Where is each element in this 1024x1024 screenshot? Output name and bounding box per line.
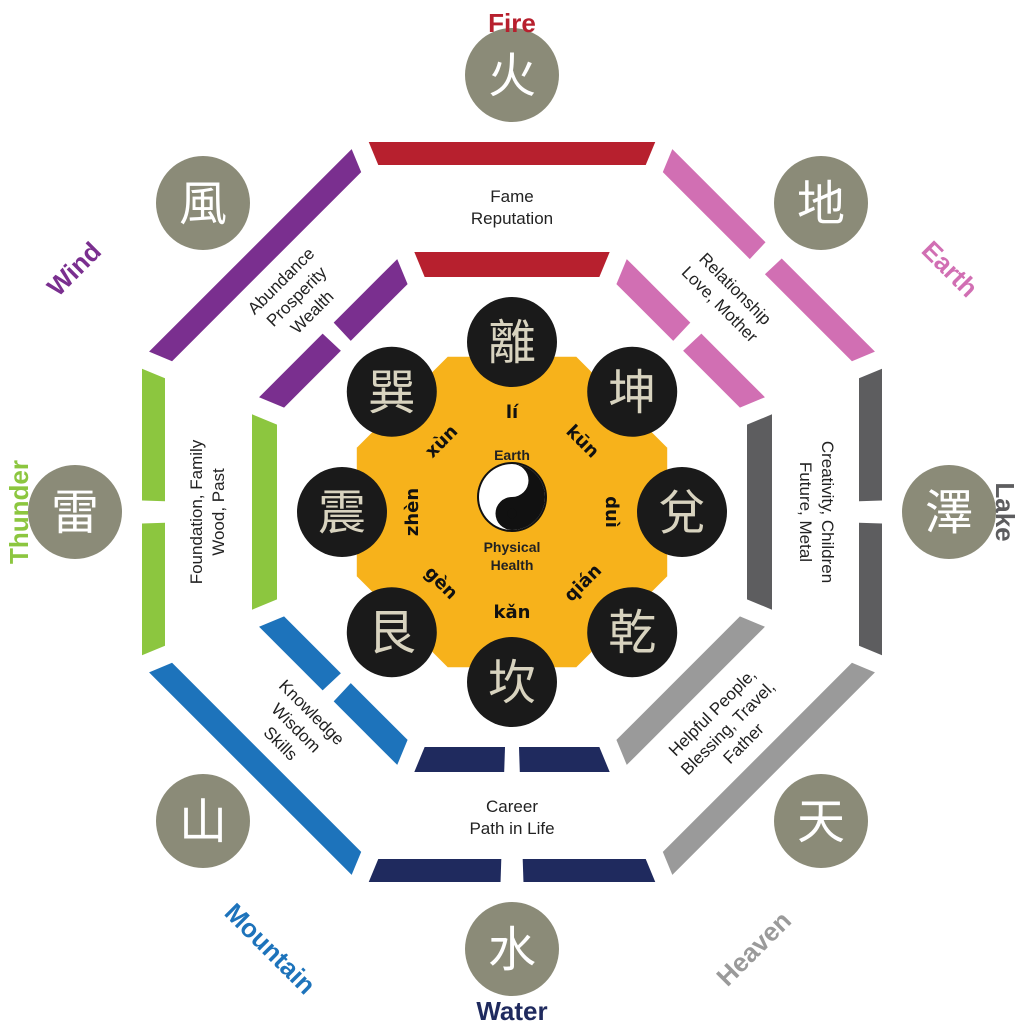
heaven-name: Heaven <box>710 905 797 992</box>
fire-disc: 火 <box>465 28 559 122</box>
trigram-char-gen: 艮 <box>368 605 416 661</box>
heaven-disc: 天 <box>774 774 869 869</box>
earth-char: 地 <box>797 176 845 232</box>
earth-bar-segment <box>683 333 765 408</box>
thunder-bar-segment <box>142 522 165 656</box>
creativity-area-line: Future, Metal <box>796 462 815 562</box>
earth-trigram-bars <box>616 149 875 408</box>
fire-char: 火 <box>488 48 536 104</box>
trigram-ball-xun: 巽 <box>346 346 437 437</box>
mountain-disc: 山 <box>155 774 250 869</box>
thunder-char: 雷 <box>51 485 99 541</box>
earth-name: Earth <box>916 235 984 303</box>
trigram-char-li: 離 <box>488 315 536 371</box>
fire-bar <box>414 252 610 277</box>
trigram-ball-li: 離 <box>467 297 557 387</box>
mountain-name: Mountain <box>219 897 322 1000</box>
trigram-char-xun: 巽 <box>368 365 416 421</box>
wind-bar-segment <box>259 333 341 408</box>
wind-bar-segment <box>333 259 408 341</box>
water-bar-segment <box>414 747 506 772</box>
water-char: 水 <box>488 922 536 978</box>
trigram-bars <box>142 142 882 882</box>
lake-disc: 澤 <box>902 465 996 559</box>
pinyin-dui: duì <box>601 496 622 528</box>
lake-trigram-bars <box>747 368 882 656</box>
trigram-ball-gen: 艮 <box>346 587 437 678</box>
mountain-bar <box>149 662 362 875</box>
foundation-area-line: Foundation, Family <box>187 439 206 584</box>
fire-bar <box>368 142 656 165</box>
mountain-bar-segment <box>333 683 408 765</box>
water-bar-segment <box>368 859 502 882</box>
water-bar-segment <box>518 747 610 772</box>
heaven-char: 天 <box>797 794 845 850</box>
earth-disc: 地 <box>774 155 869 250</box>
center-top-label: Earth <box>494 447 530 463</box>
wind-disc: 風 <box>155 155 250 250</box>
lake-name: Lake <box>990 482 1020 541</box>
lake-bar-segment <box>859 522 882 656</box>
lake-char: 澤 <box>925 485 973 541</box>
thunder-disc: 雷 <box>28 465 122 559</box>
lake-bar <box>747 414 772 610</box>
earth-bar-segment <box>662 149 766 260</box>
pinyin-li: lí <box>506 402 519 423</box>
yin-yang-icon <box>477 462 547 532</box>
earth-bar-segment <box>764 258 875 362</box>
career-area-line: Path in Life <box>469 819 554 838</box>
heaven-trigram-bars <box>616 616 875 875</box>
heaven-bar <box>616 616 765 765</box>
creativity-area-line: Creativity, Children <box>818 441 837 583</box>
thunder-bar-segment <box>142 368 165 502</box>
wind-bar <box>149 149 362 362</box>
fame-area-line: Reputation <box>471 209 553 228</box>
career-area-line: Career <box>486 797 538 816</box>
heaven-bar <box>662 662 875 875</box>
trigram-ball-zhen: 震 <box>297 467 387 557</box>
trigram-ball-kan: 坎 <box>467 637 557 727</box>
center-bottom-label-2: Health <box>491 557 534 573</box>
fire-trigram-bars <box>368 142 656 277</box>
pinyin-zhen: zhèn <box>402 488 423 536</box>
trigram-char-qian: 乾 <box>608 605 656 661</box>
fire-name: Fire <box>488 8 536 38</box>
trigram-char-zhen: 震 <box>318 485 366 541</box>
foundation-area-line: Wood, Past <box>209 468 228 556</box>
pinyin-kan: kǎn <box>494 602 531 623</box>
trigram-char-dui: 兌 <box>658 485 706 541</box>
thunder-bar <box>252 414 277 610</box>
fame-area-line: Fame <box>490 187 533 206</box>
mountain-char: 山 <box>179 794 227 850</box>
thunder-name: Thunder <box>4 460 34 564</box>
trigram-char-kun: 坤 <box>608 365 656 421</box>
trigram-ball-kun: 坤 <box>587 346 678 437</box>
water-disc: 水 <box>465 902 559 996</box>
trigram-ball-qian: 乾 <box>587 587 678 678</box>
wind-char: 風 <box>179 176 227 232</box>
water-name: Water <box>476 996 547 1024</box>
mountain-trigram-bars <box>149 616 408 875</box>
water-trigram-bars <box>368 747 656 882</box>
thunder-trigram-bars <box>142 368 277 656</box>
trigram-char-kan: 坎 <box>488 655 536 711</box>
wind-name: Wind <box>41 236 107 302</box>
trigram-ball-dui: 兌 <box>637 467 727 557</box>
water-bar-segment <box>522 859 656 882</box>
lake-bar-segment <box>859 368 882 502</box>
wind-trigram-bars <box>149 149 408 408</box>
earth-bar-segment <box>616 259 691 341</box>
center-bottom-label-1: Physical <box>484 539 541 555</box>
mountain-bar-segment <box>259 616 341 691</box>
